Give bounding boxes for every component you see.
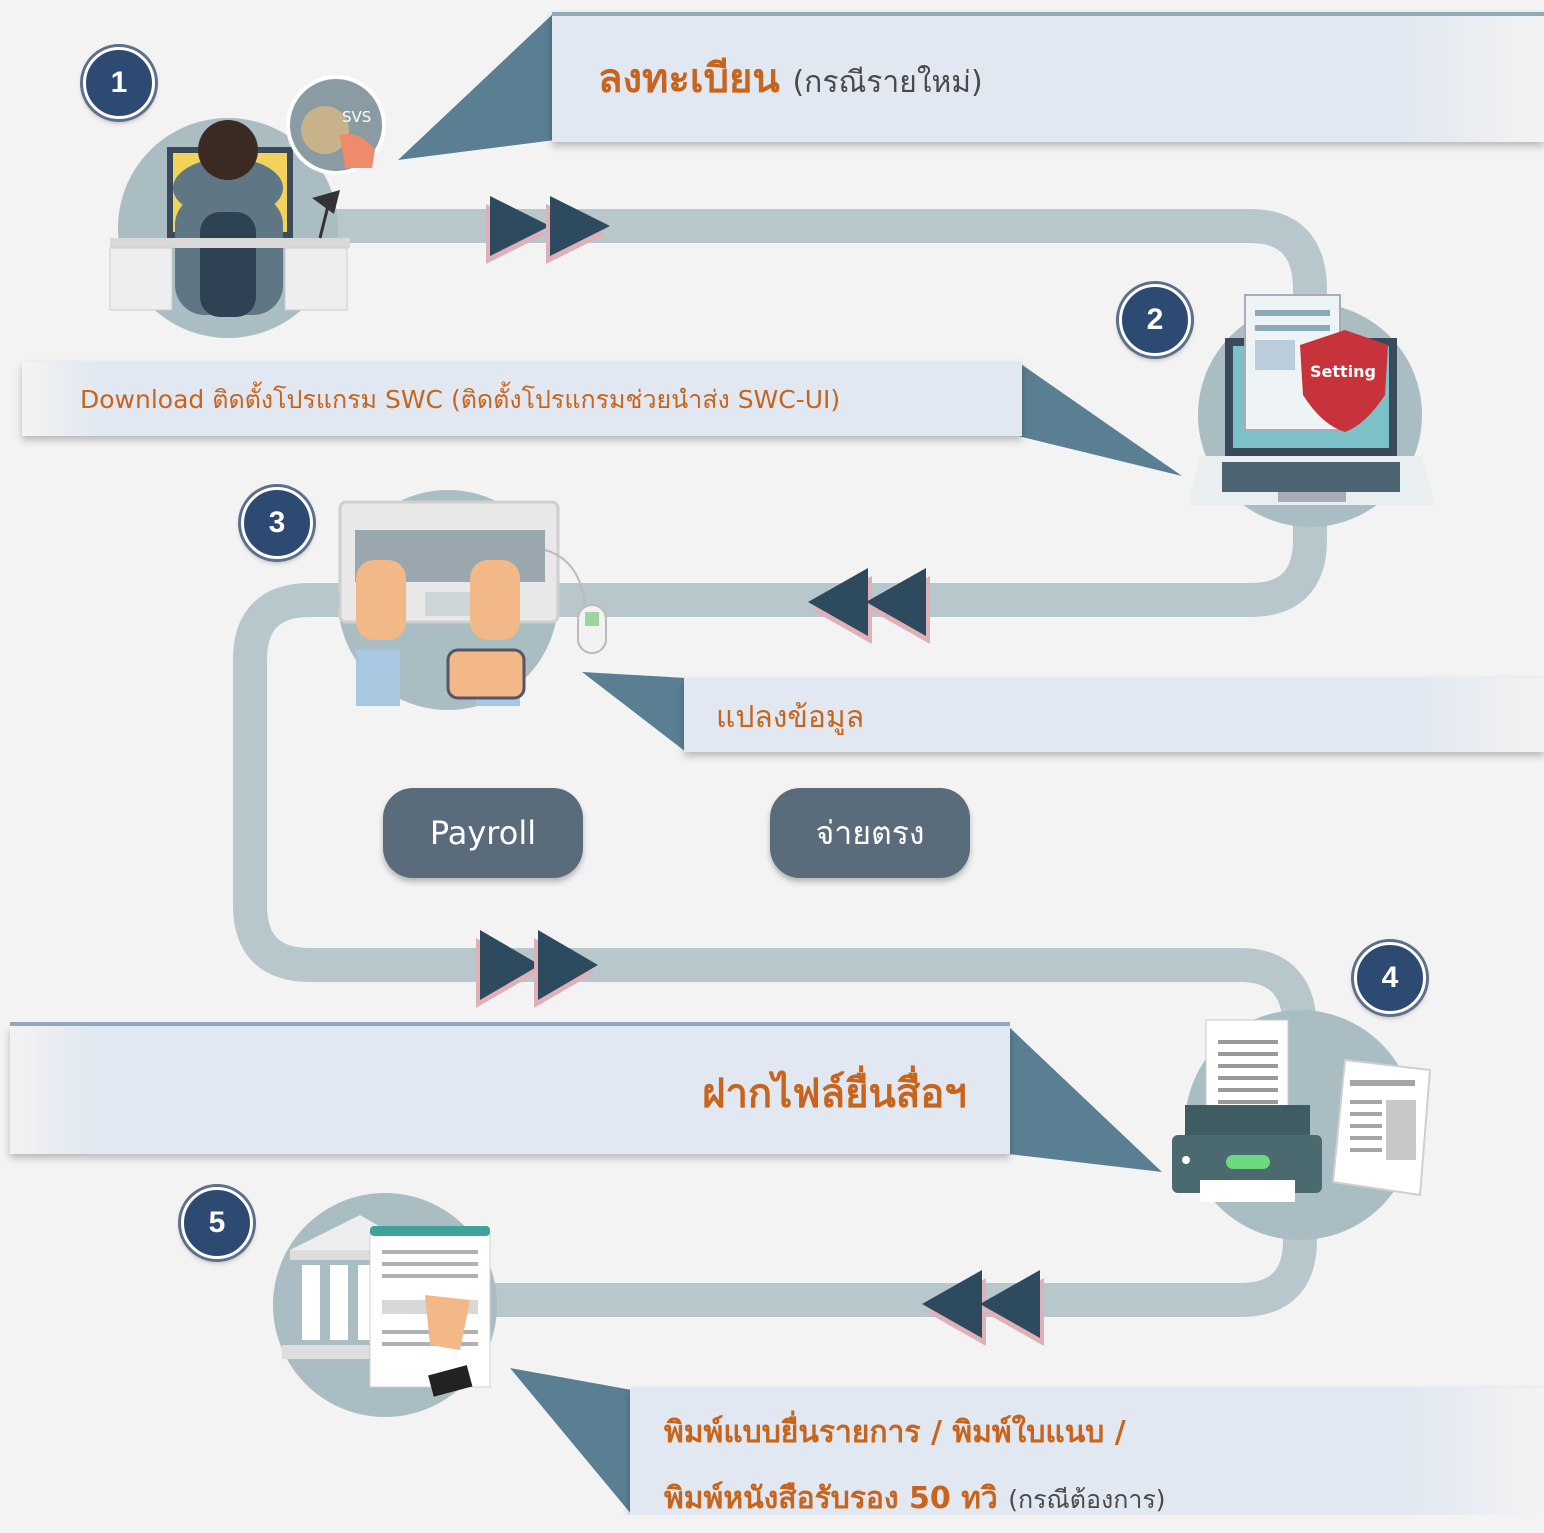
svs-label: SVS	[342, 108, 371, 126]
arrow-left-icon	[808, 568, 930, 644]
banner-step-4	[10, 1022, 1162, 1172]
banner-step-2	[22, 362, 1182, 476]
setting-label: Setting	[1310, 362, 1376, 381]
svs-login-icon: SVS	[109, 75, 386, 338]
step-5-note: (กรณีต้องการ)	[1008, 1485, 1166, 1514]
banner-step-1	[398, 12, 1544, 160]
step-number-2: 2	[1119, 284, 1191, 356]
step-1-label: ลงทะเบียน (กรณีรายใหม่)	[598, 54, 983, 108]
step-3-label: แปลงข้อมูล	[716, 700, 865, 735]
payroll-option: Payroll	[383, 788, 583, 878]
step-1-title: ลงทะเบียน	[598, 56, 780, 102]
step-2-label: Download ติดตั้งโปรแกรม SWC (ติดตั้งโปรแ…	[80, 385, 841, 414]
arrow-left-icon	[922, 1270, 1044, 1346]
printer-document-icon	[1172, 1010, 1432, 1240]
step-4-label: ฝากไฟล์ยื่นสื่อฯ	[702, 1071, 967, 1117]
step-5-label: พิมพ์แบบยื่นรายการ / พิมพ์ใบแนบ / พิมพ์ห…	[664, 1400, 1166, 1533]
step-number-1: 1	[83, 47, 155, 119]
banner-step-5	[510, 1368, 1544, 1515]
arrow-right-icon	[486, 196, 610, 264]
step-number-5: 5	[181, 1187, 253, 1259]
laptop-settings-icon: Setting	[1188, 294, 1435, 527]
keyboard-typing-icon	[338, 490, 607, 710]
step-1-note: (กรณีรายใหม่)	[792, 65, 983, 100]
direct-payment-option: จ่ายตรง	[770, 788, 970, 878]
step-number-3: 3	[241, 487, 313, 559]
bank-document-icon	[273, 1193, 497, 1417]
step-5-title-line-2-text: พิมพ์หนังสือรับรอง 50 ทวิ	[664, 1481, 998, 1516]
banner-step-3	[582, 672, 1544, 752]
step-number-4: 4	[1354, 942, 1426, 1014]
step-5-title-line-1: พิมพ์แบบยื่นรายการ / พิมพ์ใบแนบ /	[664, 1415, 1126, 1450]
step-5-title-line-2: พิมพ์หนังสือรับรอง 50 ทวิ (กรณีต้องการ)	[664, 1466, 1166, 1533]
arrow-right-icon	[476, 930, 598, 1008]
